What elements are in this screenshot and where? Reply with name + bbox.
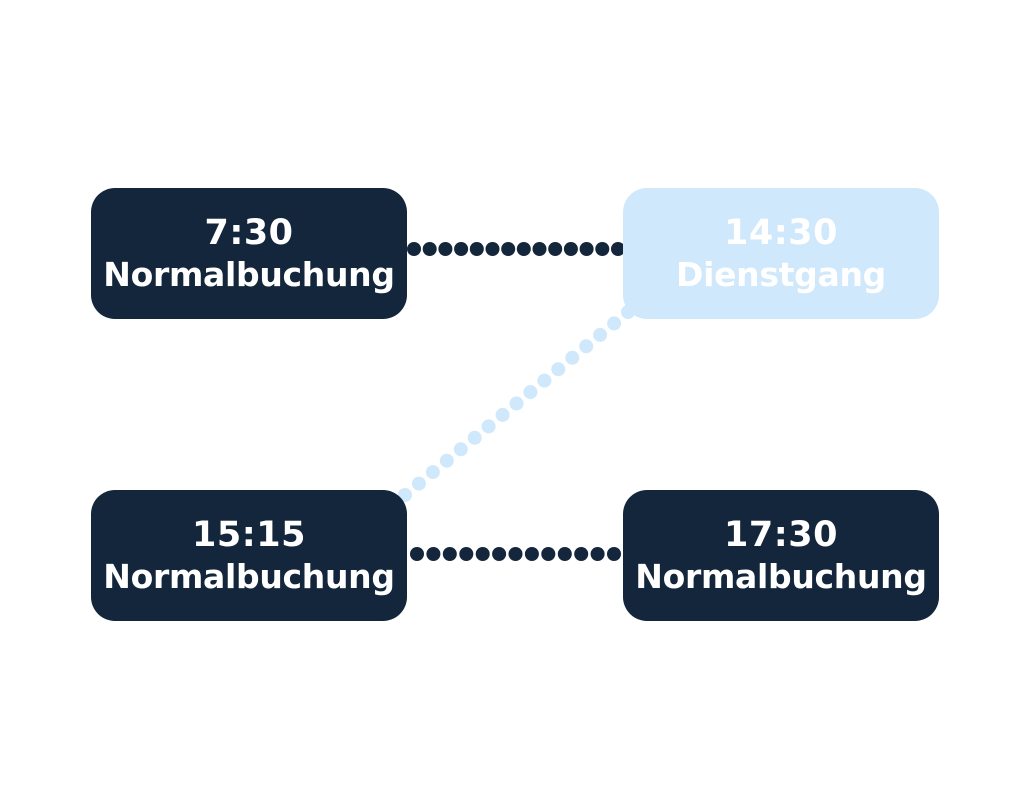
connector-dot bbox=[523, 385, 538, 400]
connector-7-30-to-14-30 bbox=[407, 242, 625, 256]
connector-dot bbox=[454, 242, 469, 256]
connector-dot bbox=[551, 362, 566, 377]
connector-dot bbox=[509, 396, 524, 411]
booking-type: Normalbuchung bbox=[103, 254, 395, 294]
connector-dot bbox=[442, 547, 457, 561]
connector-dot bbox=[607, 316, 622, 331]
booking-time: 14:30 bbox=[724, 212, 838, 253]
connector-dot bbox=[485, 242, 500, 256]
booking-type: Normalbuchung bbox=[103, 556, 395, 596]
connector-dot bbox=[410, 547, 424, 561]
connector-dot bbox=[422, 242, 437, 256]
booking-box-3: 15:15 Normalbuchung bbox=[91, 490, 407, 621]
connector-dot bbox=[579, 339, 594, 354]
connector-dot bbox=[590, 547, 605, 561]
connector-dot bbox=[593, 327, 608, 342]
booking-time: 17:30 bbox=[724, 514, 838, 555]
connector-dot bbox=[495, 407, 510, 422]
connector-dot bbox=[579, 242, 594, 256]
connector-dot bbox=[508, 547, 523, 561]
connector-dot bbox=[469, 242, 484, 256]
connector-dot bbox=[425, 465, 440, 480]
connector-dot bbox=[439, 453, 454, 468]
connector-dot bbox=[411, 476, 426, 491]
booking-box-4: 17:30 Normalbuchung bbox=[623, 490, 939, 621]
booking-type: Normalbuchung bbox=[635, 556, 927, 596]
connector-dot bbox=[557, 547, 572, 561]
connector-dot bbox=[607, 547, 621, 561]
connector-dot bbox=[563, 242, 578, 256]
connector-dot bbox=[532, 242, 547, 256]
connector-dot bbox=[565, 350, 580, 365]
booking-type: Dienstgang bbox=[675, 254, 886, 294]
connector-dot bbox=[548, 242, 563, 256]
booking-box-2: 14:30 Dienstgang bbox=[623, 188, 939, 319]
connector-dot bbox=[574, 547, 589, 561]
connector-dot bbox=[595, 242, 610, 256]
connector-dot bbox=[438, 242, 453, 256]
booking-time: 15:15 bbox=[192, 514, 306, 555]
connector-dot bbox=[453, 442, 468, 457]
connector-dot bbox=[459, 547, 474, 561]
connector-15-15-to-17-30 bbox=[410, 547, 621, 561]
connector-dot bbox=[407, 242, 421, 256]
connector-dot bbox=[541, 547, 556, 561]
connector-dot bbox=[524, 547, 539, 561]
connector-dot bbox=[537, 373, 552, 388]
connector-dot bbox=[516, 242, 531, 256]
connector-dot bbox=[467, 430, 482, 445]
connector-dot bbox=[475, 547, 490, 561]
booking-time: 7:30 bbox=[204, 212, 294, 253]
connector-dot bbox=[501, 242, 516, 256]
connector-dot bbox=[426, 547, 441, 561]
connector-dot bbox=[492, 547, 507, 561]
booking-box-1: 7:30 Normalbuchung bbox=[91, 188, 407, 319]
connector-dot bbox=[481, 419, 496, 434]
connector-14-30-to-15-15 bbox=[398, 305, 635, 502]
connector-dot bbox=[611, 242, 625, 256]
